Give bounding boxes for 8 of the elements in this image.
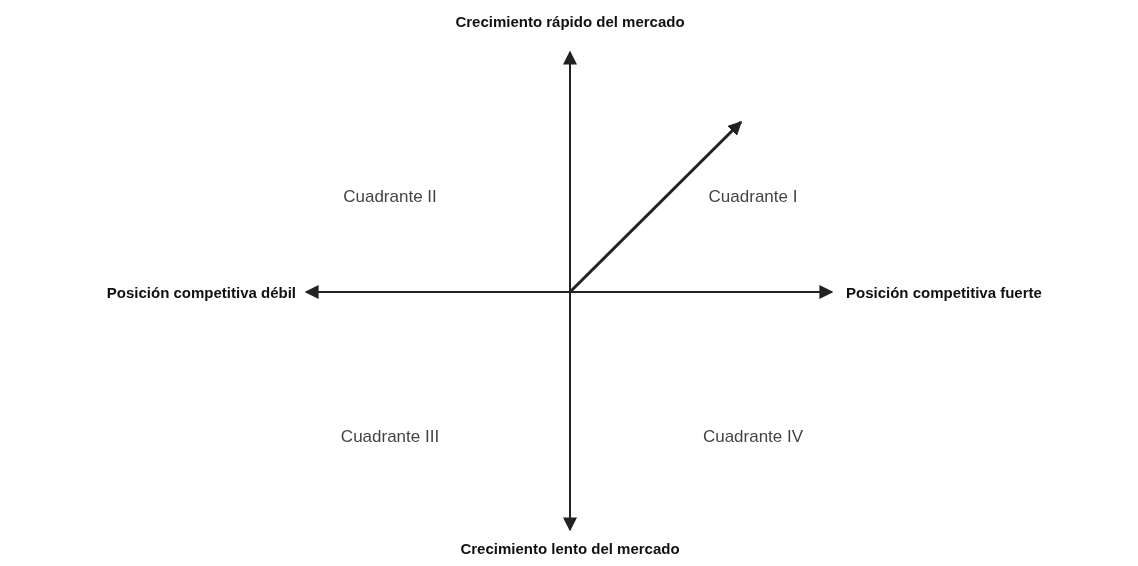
axis-label: Crecimiento rápido del mercado xyxy=(455,13,685,30)
axis-label: Posición competitiva débil xyxy=(106,284,296,301)
quadrant-label: Cuadrante III xyxy=(340,427,440,446)
quadrant-label: Cuadrante II xyxy=(343,187,437,206)
quadrant-label: Cuadrante IV xyxy=(702,427,804,446)
axis-label: Crecimiento lento del mercado xyxy=(460,540,680,557)
axis-label: Posición competitiva fuerte xyxy=(846,284,1042,301)
quadrant-label: Cuadrante I xyxy=(708,187,798,206)
